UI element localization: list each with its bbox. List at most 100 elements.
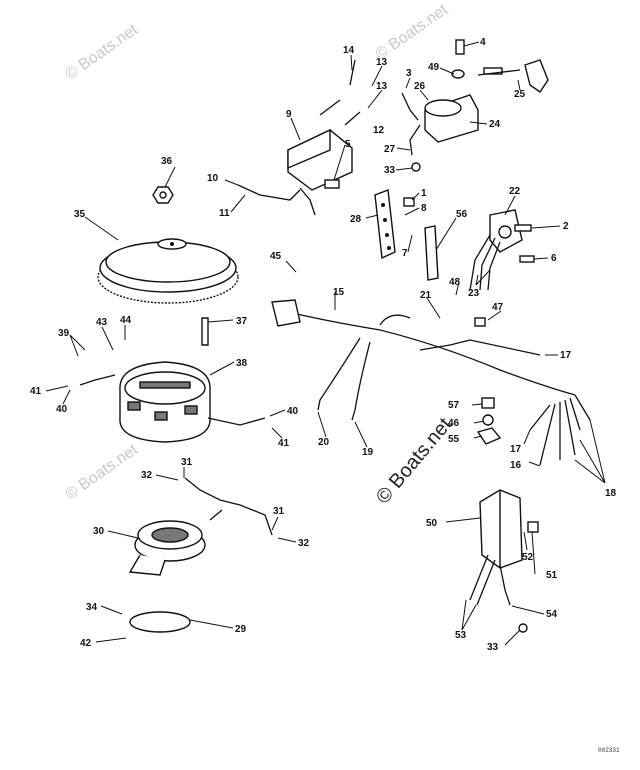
- callout-10: 10: [207, 173, 219, 184]
- callout-11: 11: [219, 208, 230, 219]
- screw-57: [481, 397, 495, 409]
- leader-lines: [45, 41, 606, 646]
- nut-33b: [518, 623, 528, 633]
- callout-29: 29: [235, 624, 247, 635]
- callout-49: 49: [428, 62, 440, 73]
- callout-21: 21: [420, 290, 432, 301]
- watermark-bottom-left: © Boats.net: [63, 441, 142, 503]
- watermark-top-right: © Boats.net: [373, 1, 452, 63]
- callout-43: 43: [96, 317, 108, 328]
- rectifier: [489, 209, 523, 253]
- callout-26: 26: [414, 81, 426, 92]
- screw-1: [403, 197, 415, 207]
- ignition-coil: [287, 128, 353, 191]
- callout-25: 25: [514, 89, 526, 100]
- callout-9: 9: [286, 109, 292, 120]
- callout-45: 45: [270, 251, 282, 262]
- callout-50: 50: [426, 518, 438, 529]
- retaining-ring: [129, 611, 191, 633]
- callout-2: 2: [563, 221, 569, 232]
- callout-40-left: 40: [56, 404, 68, 415]
- screw-47: [474, 317, 486, 327]
- screw-4: [455, 39, 465, 55]
- callout-52: 52: [522, 552, 534, 563]
- callout-41-right: 41: [278, 438, 290, 449]
- callout-44: 44: [120, 315, 132, 326]
- callout-7: 7: [402, 248, 408, 259]
- callout-28: 28: [350, 214, 362, 225]
- callout-23: 23: [468, 288, 480, 299]
- callout-12: 12: [373, 125, 385, 136]
- callout-53: 53: [455, 630, 467, 641]
- callout-56: 56: [456, 209, 468, 220]
- callout-1: 1: [421, 188, 427, 199]
- callout-55: 55: [448, 434, 460, 445]
- callout-31-lower: 31: [273, 506, 285, 517]
- callout-33-upper: 33: [384, 165, 396, 176]
- washer-46: [482, 414, 494, 426]
- callout-41-left: 41: [30, 386, 42, 397]
- callout-15: 15: [333, 287, 345, 298]
- callout-48: 48: [449, 277, 461, 288]
- drawing-code: 002331: [598, 747, 620, 754]
- lead-25: [483, 67, 503, 75]
- flywheel: [97, 238, 239, 304]
- callout-24: 24: [489, 119, 501, 130]
- screw-5: [324, 179, 340, 189]
- callout-14: 14: [343, 45, 355, 56]
- callout-17-upper: 17: [560, 350, 572, 361]
- callout-27: 27: [384, 144, 396, 155]
- callout-54: 54: [546, 609, 558, 620]
- callout-3: 3: [406, 68, 412, 79]
- callout-13-upper: 13: [376, 57, 388, 68]
- clamp-55: [476, 427, 502, 445]
- callout-19: 19: [362, 447, 374, 458]
- ignition-coil-2: [424, 94, 479, 143]
- watermark-center: © Boats.net: [372, 413, 456, 508]
- callout-39: 39: [58, 328, 70, 339]
- callout-32-upper: 32: [141, 470, 153, 481]
- callout-57: 57: [448, 400, 460, 411]
- callout-4: 4: [480, 37, 486, 48]
- callout-40-right: 40: [287, 406, 299, 417]
- screw-52: [527, 521, 539, 533]
- callout-13-lower: 13: [376, 81, 388, 92]
- callout-51: 51: [546, 570, 558, 581]
- callout-8: 8: [421, 203, 427, 214]
- callout-37: 37: [236, 316, 248, 327]
- callout-35: 35: [74, 209, 86, 220]
- callout-18: 18: [605, 488, 617, 499]
- callout-6: 6: [551, 253, 557, 264]
- screw-2: [514, 224, 532, 232]
- spark-plug-cap: [524, 59, 549, 93]
- callout-33-lower: 33: [487, 642, 499, 653]
- callout-16: 16: [510, 460, 522, 471]
- watermark-top-left: © Boats.net: [63, 21, 142, 83]
- callout-46: 46: [448, 418, 460, 429]
- power-pack: [479, 489, 523, 569]
- callout-labels: 4 14 13 13 3 49 25 26 9 5 24 12 27 33 10…: [30, 37, 617, 653]
- callout-20: 20: [318, 437, 330, 448]
- callout-5: 5: [345, 139, 351, 150]
- nut-33: [411, 162, 421, 172]
- stator: [119, 361, 211, 443]
- callout-42: 42: [80, 638, 92, 649]
- timer-base: [128, 520, 206, 576]
- callout-38: 38: [236, 358, 248, 369]
- callout-34: 34: [86, 602, 98, 613]
- washer-49: [451, 69, 465, 79]
- callout-32-lower: 32: [298, 538, 310, 549]
- callout-22: 22: [509, 186, 521, 197]
- flywheel-nut-hole: [159, 191, 167, 199]
- callout-31-upper: 31: [181, 457, 193, 468]
- callout-17-lower: 17: [510, 444, 522, 455]
- callout-47: 47: [492, 302, 504, 313]
- insulating-tube: [424, 225, 439, 281]
- stator-screw: [201, 317, 209, 346]
- callout-30: 30: [93, 526, 105, 537]
- terminal-block: [374, 189, 396, 260]
- screw-6: [519, 255, 535, 263]
- callout-36: 36: [161, 156, 173, 167]
